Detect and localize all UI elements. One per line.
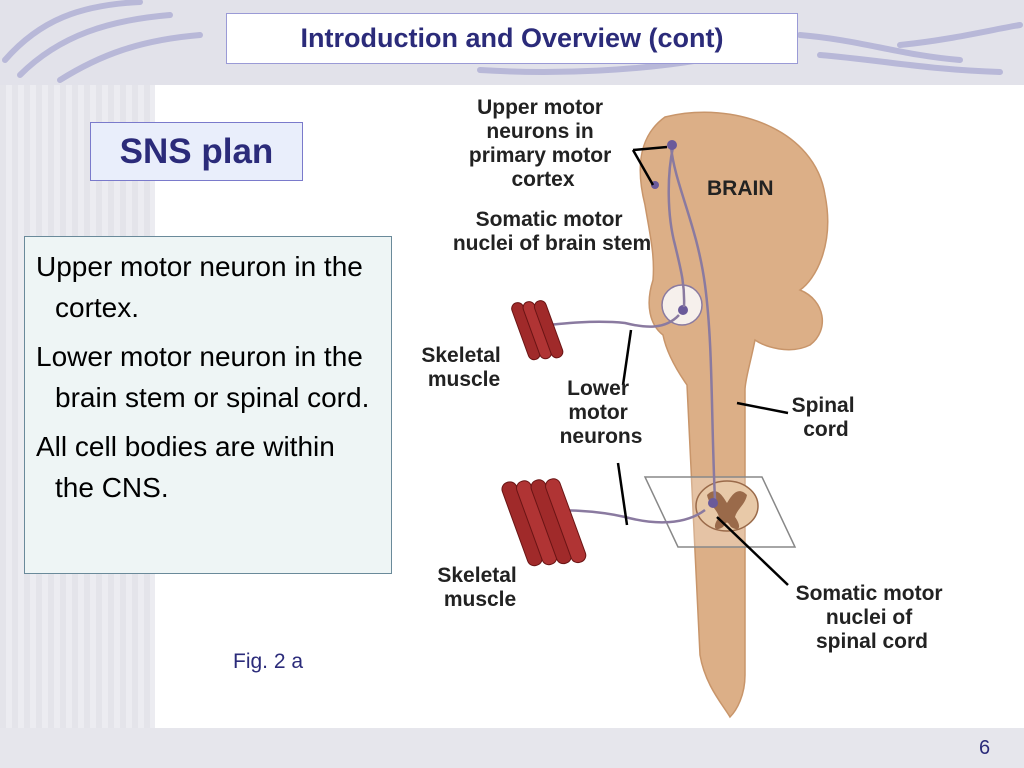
spinal-neuron-cell-body [708,498,718,508]
body-text-box: Upper motor neuron in the cortex. Lower … [24,236,392,574]
label-somatic-brain-stem: Somatic motor nuclei of brain stem [453,208,651,255]
upper-neuron-cell-body [667,140,677,150]
paragraph-upper-motor: Upper motor neuron in the cortex. [36,251,363,323]
label-brain: BRAIN [707,177,774,200]
slide-background-bottom [0,728,1024,768]
skeletal-muscle-top-icon [511,300,564,361]
page-number: 6 [979,737,991,759]
figure-caption: Fig. 2 a [233,650,304,673]
paragraph-cell-bodies: All cell bodies are within the CNS. [36,431,335,503]
sns-plan-heading: SNS plan [90,122,303,181]
sns-diagram: Upper motor neurons in primary motor cor… [421,96,949,719]
label-skeletal-muscle-bottom: Skeletal muscle [437,564,522,611]
paragraph-lower-motor: Lower motor neuron in the brain stem or … [36,341,370,413]
brain-stem-nucleus [661,284,703,326]
label-lower-motor: Lower motor neurons [560,377,643,448]
label-spinal-cord: Spinal cord [792,394,861,441]
label-skeletal-muscle-top: Skeletal muscle [421,344,506,391]
brain-shape [639,111,829,719]
skeletal-muscle-bottom-icon [501,478,587,567]
slide-title: Introduction and Overview (cont) [226,13,798,64]
label-somatic-spinal: Somatic motor nuclei of spinal cord [796,582,949,653]
leader-lines [616,145,789,586]
decorative-swoosh-icon [2,0,1023,83]
brain-stem-cell-body [678,305,688,315]
label-upper-motor: Upper motor neurons in primary motor cor… [469,96,617,191]
